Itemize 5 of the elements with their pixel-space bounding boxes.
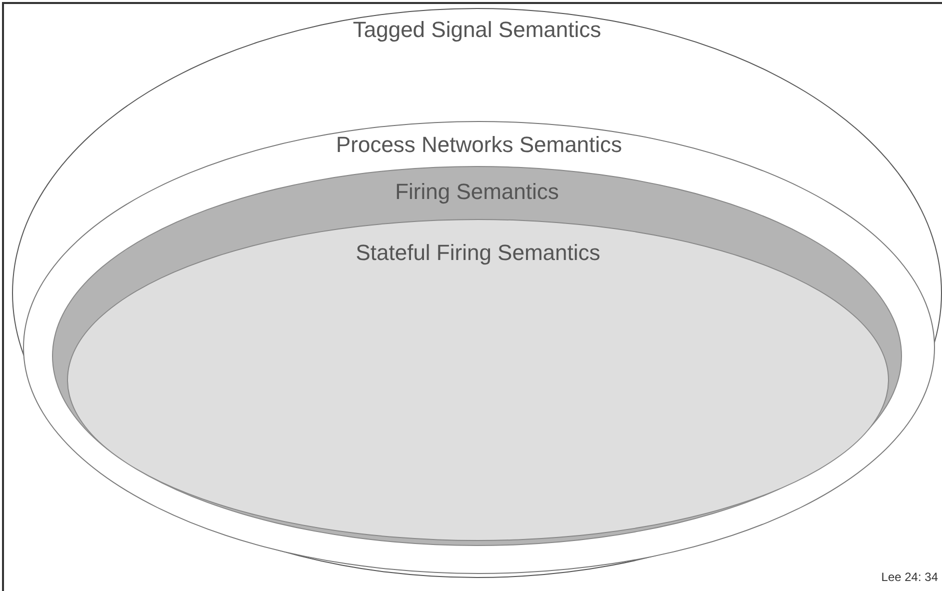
slide-number: Lee 24: 34 [881,570,938,584]
set-label: Process Networks Semantics [336,132,622,158]
set-label: Tagged Signal Semantics [352,17,602,43]
set-label: Stateful Firing Semantics [356,240,600,266]
set-label: Firing Semantics [395,179,559,205]
